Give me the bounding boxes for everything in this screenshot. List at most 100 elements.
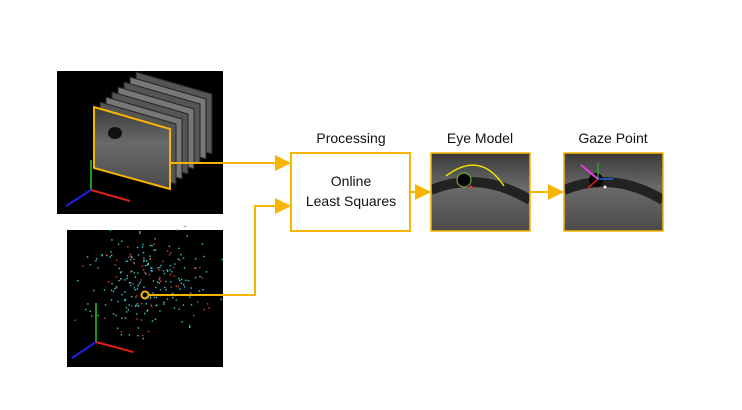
cloud-point: [115, 276, 118, 278]
cloud-point: [179, 288, 181, 290]
cloud-point: [186, 235, 188, 237]
cloud-point: [183, 286, 186, 288]
cloud-point: [171, 271, 173, 273]
cloud-point: [159, 277, 161, 279]
cloud-point: [143, 257, 145, 259]
cloud-point: [156, 281, 159, 283]
cloud-point: [124, 291, 126, 293]
cloud-point: [173, 266, 175, 269]
cloud-point: [155, 286, 157, 289]
cloud-point: [109, 256, 111, 258]
cloud-point: [130, 271, 132, 273]
cloud-point: [141, 246, 144, 248]
cloud-point: [104, 317, 106, 319]
cloud-point: [139, 281, 141, 283]
processing-title: Processing: [316, 130, 385, 146]
cloud-point: [129, 253, 132, 255]
cloud-point: [86, 256, 89, 258]
cloud-point: [95, 260, 97, 262]
cloud-point: [179, 259, 181, 261]
cloud-point: [146, 310, 148, 312]
cloud-point: [117, 300, 119, 303]
cloud-point: [158, 269, 160, 271]
cloud-point: [151, 267, 153, 269]
cloud-point: [146, 260, 148, 262]
cloud-point: [145, 303, 147, 305]
cloud-point: [107, 281, 110, 283]
cloud-point: [128, 334, 131, 336]
cloud-point: [194, 276, 197, 279]
cloud-point: [149, 255, 151, 257]
cloud-point: [121, 317, 123, 319]
cloud-point: [154, 318, 157, 320]
gaze-vector: [580, 164, 599, 180]
cloud-point: [175, 285, 177, 287]
cloud-point: [77, 280, 79, 282]
processing-line-2: Least Squares: [306, 193, 396, 209]
cloud-point: [203, 255, 205, 258]
cloud-point: [177, 258, 179, 260]
cloud-point: [110, 251, 112, 253]
cloud-point: [205, 271, 208, 273]
cloud-point: [127, 309, 129, 311]
cloud-point: [105, 254, 108, 256]
cloud-point: [166, 250, 169, 252]
processing-box: [290, 152, 411, 232]
cloud-point: [189, 296, 191, 298]
cloud-point: [134, 289, 137, 291]
cloud-point: [104, 304, 107, 306]
cloud-point: [136, 246, 139, 249]
cloud-point: [142, 269, 145, 271]
cloud-point: [142, 337, 144, 340]
glint: [469, 185, 473, 189]
cloud-point: [196, 301, 199, 303]
cloud-point: [126, 275, 128, 277]
cloud-point: [125, 311, 128, 313]
cloud-point: [97, 314, 99, 317]
cloud-point: [151, 320, 154, 322]
cloud-point: [152, 292, 154, 294]
cloud-point: [128, 304, 130, 306]
cloud-point: [193, 267, 196, 270]
cloud-point: [119, 271, 122, 274]
cloud-point: [116, 287, 118, 289]
cloud-point: [181, 321, 183, 323]
cloud-point: [175, 299, 177, 301]
cloud-point: [135, 296, 137, 298]
cloud-point: [183, 283, 185, 286]
cloud-point: [168, 254, 171, 256]
cloud-point: [166, 269, 168, 271]
cloud-point: [180, 254, 182, 256]
cloud-point: [136, 313, 138, 315]
processing-line-1: Online: [331, 173, 372, 189]
cloud-point: [174, 263, 176, 265]
pupil: [108, 127, 122, 139]
cloud-point: [220, 298, 222, 301]
cloud-point: [121, 240, 123, 242]
cloud-point: [142, 251, 145, 254]
cloud-point: [207, 303, 209, 305]
cloud-point: [131, 270, 133, 272]
cloud-point: [151, 305, 153, 308]
cloud-point: [144, 265, 147, 267]
cloud-point: [133, 287, 136, 289]
cloud-point: [194, 258, 197, 260]
cloud-point: [155, 296, 158, 299]
cloud-point: [117, 243, 120, 245]
cloud-point: [141, 302, 143, 305]
cloud-point: [135, 295, 138, 297]
cloud-point: [150, 270, 152, 272]
cloud-point: [124, 299, 126, 302]
cloud-point: [93, 289, 95, 292]
cloud-point: [150, 304, 152, 306]
cloud-point: [170, 281, 172, 283]
cloud-point: [115, 286, 117, 288]
cloud-point: [82, 265, 84, 267]
cloud-point: [187, 280, 190, 282]
cloud-point: [146, 264, 149, 266]
cloud-point: [89, 264, 92, 266]
cloud-point: [134, 276, 136, 278]
cloud-point: [173, 307, 176, 309]
point-cloud-points: [74, 225, 224, 340]
cloud-point: [159, 289, 162, 291]
